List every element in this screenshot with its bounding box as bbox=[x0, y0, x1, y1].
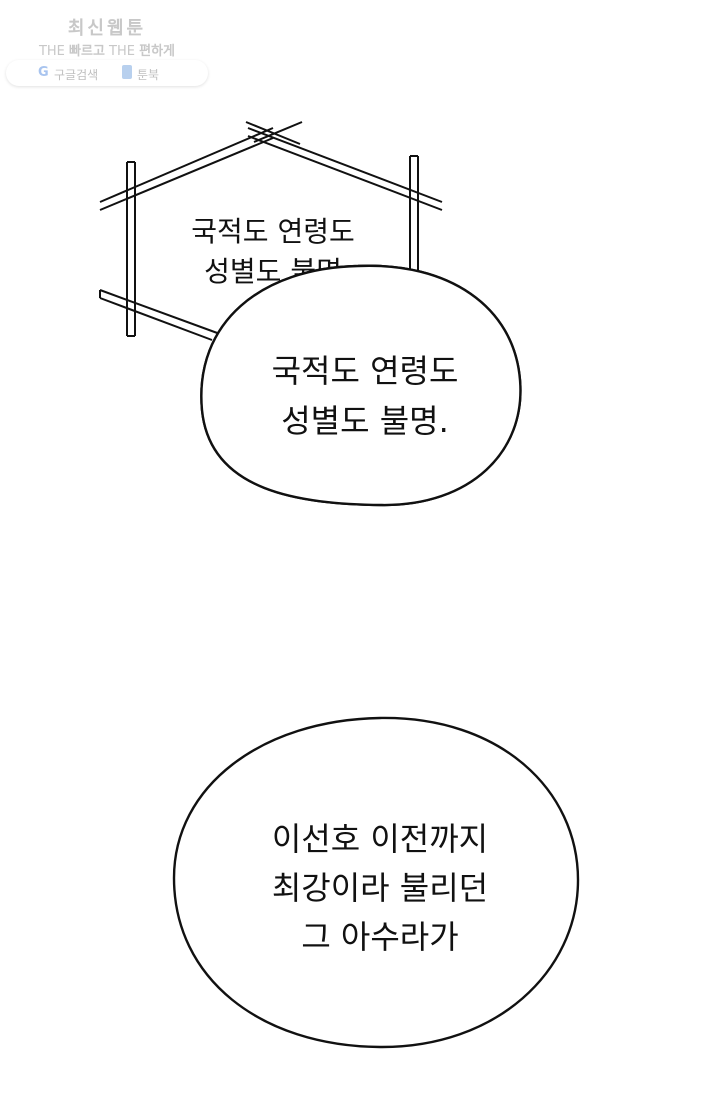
watermark-site-name: 최신웹툰 bbox=[67, 18, 147, 39]
hexagon-caption-text: 국적도 연령도 성별도 불명 bbox=[148, 212, 398, 292]
bubble-2-line-1: 이선호 이전까지 bbox=[271, 820, 489, 858]
google-icon: G bbox=[38, 65, 49, 80]
book-label: 툰북 bbox=[137, 68, 160, 82]
watermark-search-pill[interactable]: G 구글검색 툰북 bbox=[6, 60, 208, 86]
speech-bubble-1-text: 국적도 연령도 성별도 불명. bbox=[215, 346, 515, 446]
hexagon-caption-line-2: 성별도 불명 bbox=[204, 255, 342, 288]
speech-bubble-2-text: 이선호 이전까지 최강이라 불리던 그 아수라가 bbox=[190, 815, 570, 962]
slogan-part-4: 편하게 bbox=[139, 44, 176, 59]
bubble-2-line-3: 그 아수라가 bbox=[301, 918, 459, 956]
hexagon-caption-line-1: 국적도 연령도 bbox=[191, 215, 355, 248]
slogan-part-1: THE bbox=[38, 44, 70, 59]
bubble-1-line-2: 성별도 불명. bbox=[281, 402, 449, 440]
google-search-label: 구글검색 bbox=[54, 68, 99, 82]
speech-bubble-2 bbox=[172, 716, 580, 1049]
hexagon-caption-frame bbox=[99, 121, 443, 341]
slogan-part-3: THE bbox=[104, 44, 140, 59]
book-icon bbox=[122, 65, 132, 79]
slogan-part-2: 빠르고 bbox=[69, 44, 105, 59]
bubble-2-line-2: 최강이라 불리던 bbox=[271, 869, 489, 907]
watermark-slogan: THE 빠르고 THE 편하게 bbox=[4, 40, 210, 59]
bubble-1-line-1: 국적도 연령도 bbox=[271, 352, 459, 390]
watermark-banner: 최신웹툰 THE 빠르고 THE 편하게 G 구글검색 툰북 bbox=[4, 8, 210, 90]
